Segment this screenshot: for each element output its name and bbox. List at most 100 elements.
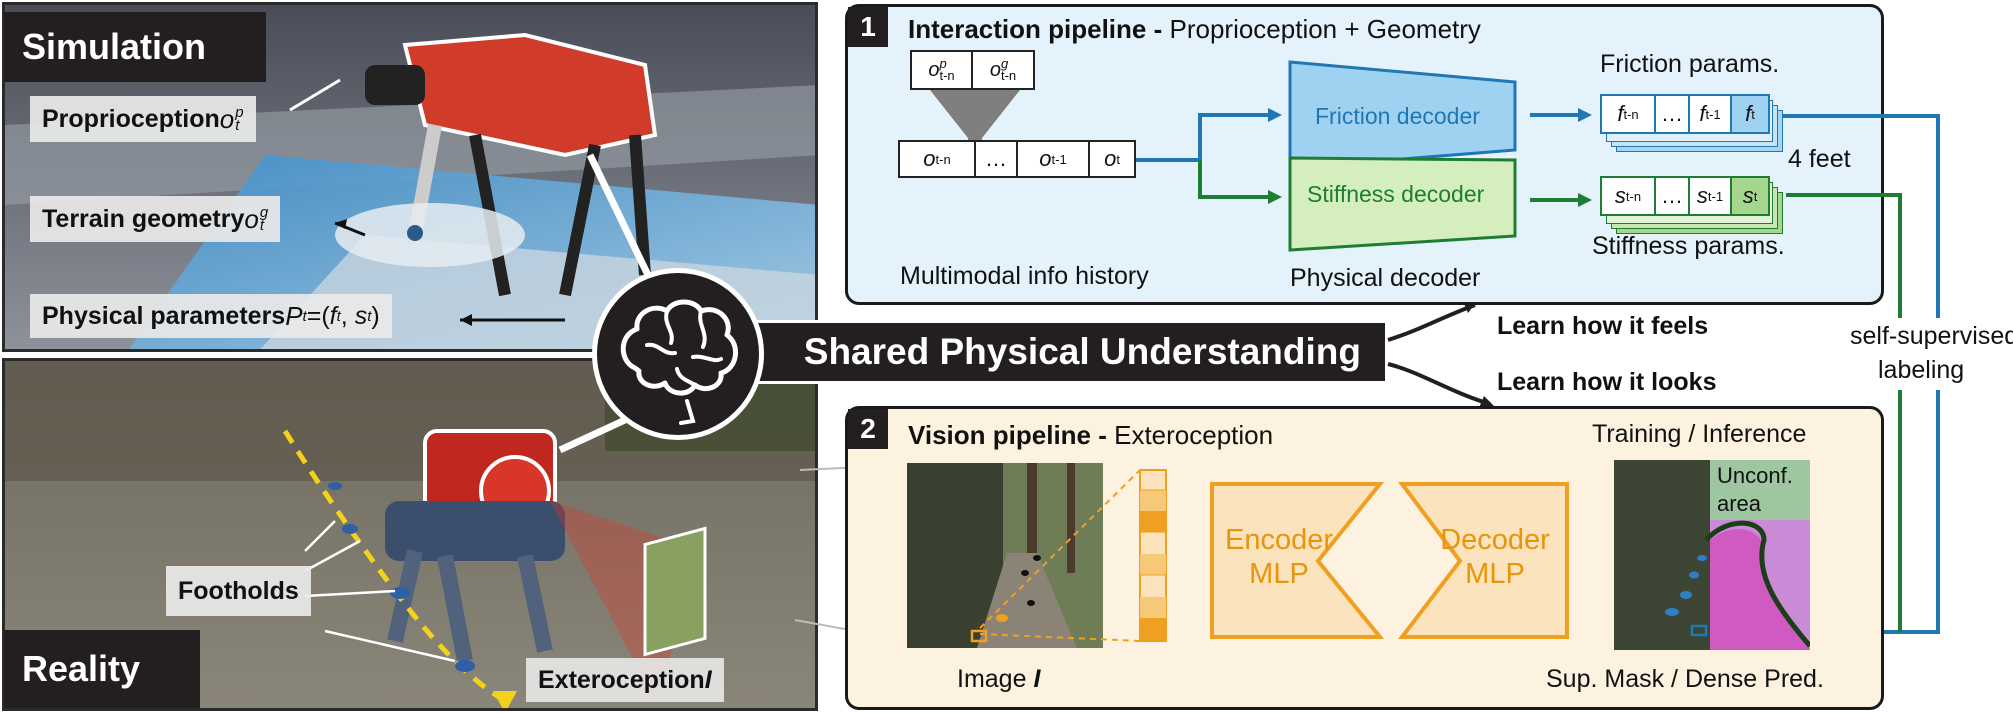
simulation-label: Simulation <box>4 12 266 82</box>
phys-symbol: P <box>285 300 303 331</box>
image-symbol: I <box>1033 665 1041 693</box>
unconf-word2: area <box>1717 491 1762 516</box>
forest-image <box>907 463 1103 648</box>
decoder-shape <box>1397 482 1569 639</box>
hist-t-o: o <box>1104 146 1117 171</box>
phys-f: f <box>329 301 337 330</box>
encoder-mlp: MLP <box>1249 558 1309 590</box>
stiffness-t1-sub: t-1 <box>1707 188 1724 204</box>
hist-t-sub: t <box>1116 151 1120 167</box>
panel1-title-rest: Proprioception + Geometry <box>1169 14 1481 44</box>
image-label: Image I <box>957 665 1040 694</box>
phys-sub: t <box>302 307 307 325</box>
physical-parameters-label: Physical parameters P t =( f t , s t ) <box>30 294 392 338</box>
panel2-title: Vision pipeline - Exteroception <box>908 420 1273 451</box>
multimodal-history-label: Multimodal info history <box>900 262 1149 290</box>
training-inference-label: Training / Inference <box>1592 420 1807 448</box>
stiffness-t1-s: s <box>1696 183 1708 208</box>
obs-p-o: o <box>928 58 940 81</box>
decoder-mlp: MLP <box>1465 558 1525 590</box>
encoder-word: Encoder <box>1224 524 1333 556</box>
stiffness-params-label: Stiffness params. <box>1592 232 1785 260</box>
unconf-word1: Unconf. <box>1717 463 1793 488</box>
shared-banner: Shared Physical Understanding <box>690 320 1388 384</box>
sim-robot-icon <box>365 32 658 297</box>
brain-circle <box>592 268 764 440</box>
hist-tn-o: o <box>923 146 936 171</box>
proprioception-text: Proprioception <box>42 104 220 133</box>
friction-tn-sub: t-n <box>1623 106 1639 122</box>
prediction-image <box>1614 460 1810 650</box>
footholds-label: Footholds <box>166 566 311 616</box>
phys-s-sub: t <box>367 307 372 325</box>
panel1-title-bold: Interaction pipeline - <box>908 14 1170 44</box>
extero-text: Exteroception <box>538 665 705 694</box>
brain-icon <box>620 299 738 425</box>
hist-t1-sub: t-1 <box>1051 151 1067 167</box>
stiffness-decoder-shape <box>1288 156 1517 252</box>
friction-t-f: f <box>1745 101 1752 126</box>
proprioception-sup: p <box>235 104 244 121</box>
phys-text: Physical parameters <box>42 301 286 330</box>
stiffness-decoder-label: Stiffness decoder <box>1307 181 1485 207</box>
friction-tn-f: f <box>1617 101 1624 126</box>
panel1-number: 1 <box>848 7 888 47</box>
friction-dots: … <box>1661 101 1683 126</box>
friction-params-label: Friction params. <box>1600 50 1780 78</box>
extero-symbol: I <box>704 665 712 694</box>
phys-comma: , <box>340 301 355 330</box>
decoder-label: Decoder MLP <box>1435 523 1555 591</box>
stiffness-cell-dots: … <box>1654 176 1690 216</box>
terrain-geometry-label: Terrain geometry o g t <box>30 196 281 242</box>
image-label-text: Image <box>957 665 1034 693</box>
terrain-text: Terrain geometry <box>42 204 245 233</box>
hist-dots: … <box>985 146 1007 171</box>
proprioception-symbol: o <box>219 103 235 134</box>
stiffness-tn-sub: t-n <box>1625 188 1642 204</box>
four-feet-label: 4 feet <box>1788 145 1851 173</box>
hist-t1-o: o <box>1039 146 1052 171</box>
unconf-label: Unconf. area <box>1717 462 1793 518</box>
obs-g-sup: g <box>1000 56 1009 71</box>
phys-s: s <box>354 301 368 330</box>
proprioception-sub: t <box>235 117 240 134</box>
labeling-label: labeling <box>1878 356 1965 384</box>
proprioception-label: Proprioception o p t <box>30 96 256 142</box>
obs-p-sup: p <box>939 56 947 71</box>
terrain-sup: g <box>259 204 269 221</box>
obs-g-sub: t-n <box>1000 68 1017 83</box>
phys-f-sub: t <box>336 307 341 325</box>
friction-decoder-shape <box>1288 60 1517 170</box>
merge-funnel <box>930 90 1020 148</box>
input-image <box>907 463 1103 648</box>
prediction-overlay <box>1614 460 1810 650</box>
panel2-title-bold: Vision pipeline - <box>908 420 1115 450</box>
panel2-number: 2 <box>848 409 888 449</box>
sup-mask-label: Sup. Mask / Dense Pred. <box>1546 665 1824 693</box>
stiffness-tn-s: s <box>1614 183 1626 208</box>
obs-p-sub: t-n <box>939 68 955 83</box>
friction-t1-sub: t-1 <box>1705 106 1721 122</box>
friction-t-sub: t <box>1751 106 1755 122</box>
physical-decoder-label: Physical decoder <box>1290 264 1481 292</box>
reality-label: Reality <box>4 630 200 708</box>
stiffness-t-s: s <box>1742 183 1754 208</box>
panel1-title: Interaction pipeline - Proprioception + … <box>908 14 1481 45</box>
encoder-label: Encoder MLP <box>1224 523 1334 591</box>
friction-cell-dots: … <box>1654 94 1690 134</box>
terrain-sub: t <box>259 217 265 234</box>
learn-looks-text: Learn how it looks <box>1497 368 1717 396</box>
terrain-symbol: o <box>244 203 259 234</box>
hist-tn-sub: t-n <box>935 151 951 167</box>
